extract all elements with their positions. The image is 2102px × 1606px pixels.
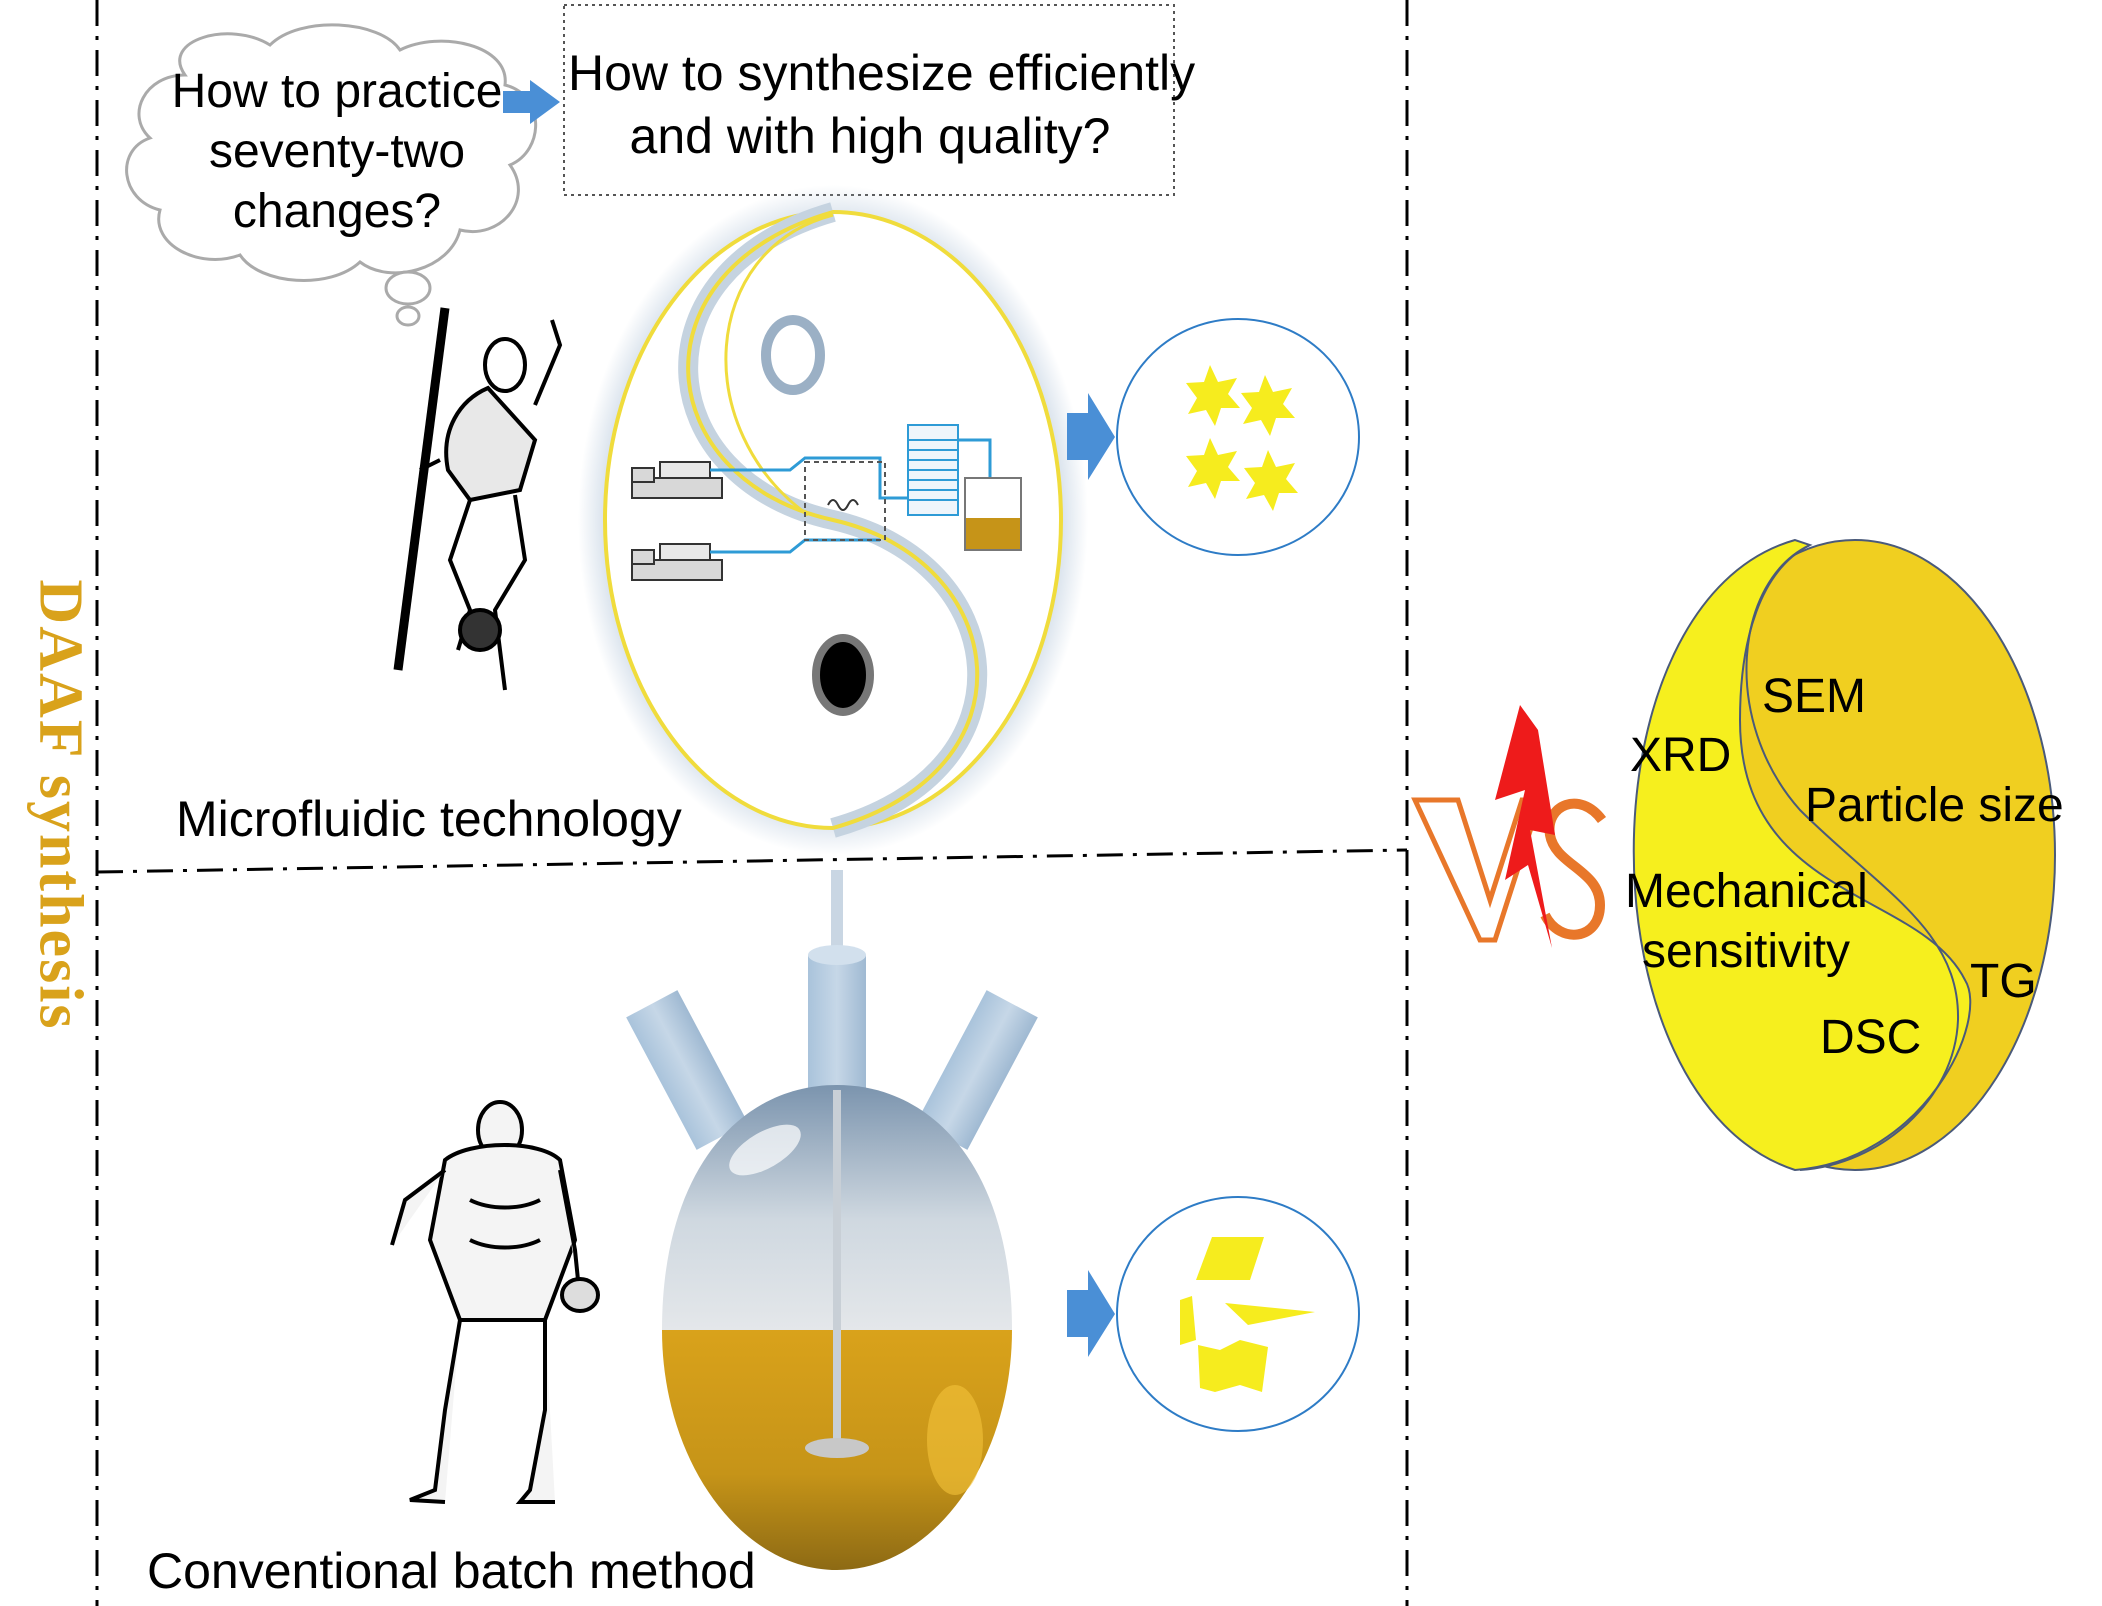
irregular-crystals-circle <box>1116 1196 1360 1432</box>
versus-icon <box>1411 705 1607 948</box>
product-arrow-top-icon <box>1067 393 1115 480</box>
thought-line-3: changes? <box>232 185 442 238</box>
mixer-box <box>804 461 886 541</box>
monster-icon <box>390 1100 600 1504</box>
thought-line-1: How to practice <box>171 65 503 118</box>
char-label-sensitivity: sensitivity <box>1642 925 1851 978</box>
uniform-crystals-circle <box>1116 318 1360 556</box>
thought-cloud <box>125 23 538 327</box>
coil-reactor-icon <box>907 424 959 516</box>
char-label-xrd: XRD <box>1630 729 1732 782</box>
microfluidic-yin-yang <box>578 185 1088 855</box>
char-label-particle-size: Particle size <box>1805 779 2064 832</box>
bubble-arrow-icon <box>503 80 560 124</box>
monkey-king-icon <box>393 307 563 691</box>
product-arrow-bottom-icon <box>1067 1270 1115 1357</box>
char-label-tg: TG <box>1970 955 2037 1008</box>
char-label-dsc: DSC <box>1820 1011 1922 1064</box>
char-label-sem: SEM <box>1762 670 1867 723</box>
method-label-batch: Conventional batch method <box>147 1543 756 1599</box>
beaker-icon <box>964 477 1022 551</box>
syringe-pump-icon <box>631 461 723 581</box>
question-line-1: How to synthesize efficiently <box>568 45 1196 101</box>
thought-line-2: seventy-two <box>208 125 466 178</box>
question-text: How to synthesize efficiently and with h… <box>568 42 1196 167</box>
side-title: DAAF synthesis <box>26 579 95 1031</box>
frame-lines <box>95 0 1409 1606</box>
round-bottom-flask <box>626 870 1038 1570</box>
method-label-microfluidic: Microfluidic technology <box>176 791 682 847</box>
thought-bubble-text: How to practice seventy-two changes? <box>167 62 507 242</box>
question-line-2: and with high quality? <box>629 107 1111 164</box>
characterization-yin-yang <box>1632 538 2056 1172</box>
char-label-mechanical: Mechanical <box>1625 865 1868 918</box>
question-box <box>563 4 1175 196</box>
